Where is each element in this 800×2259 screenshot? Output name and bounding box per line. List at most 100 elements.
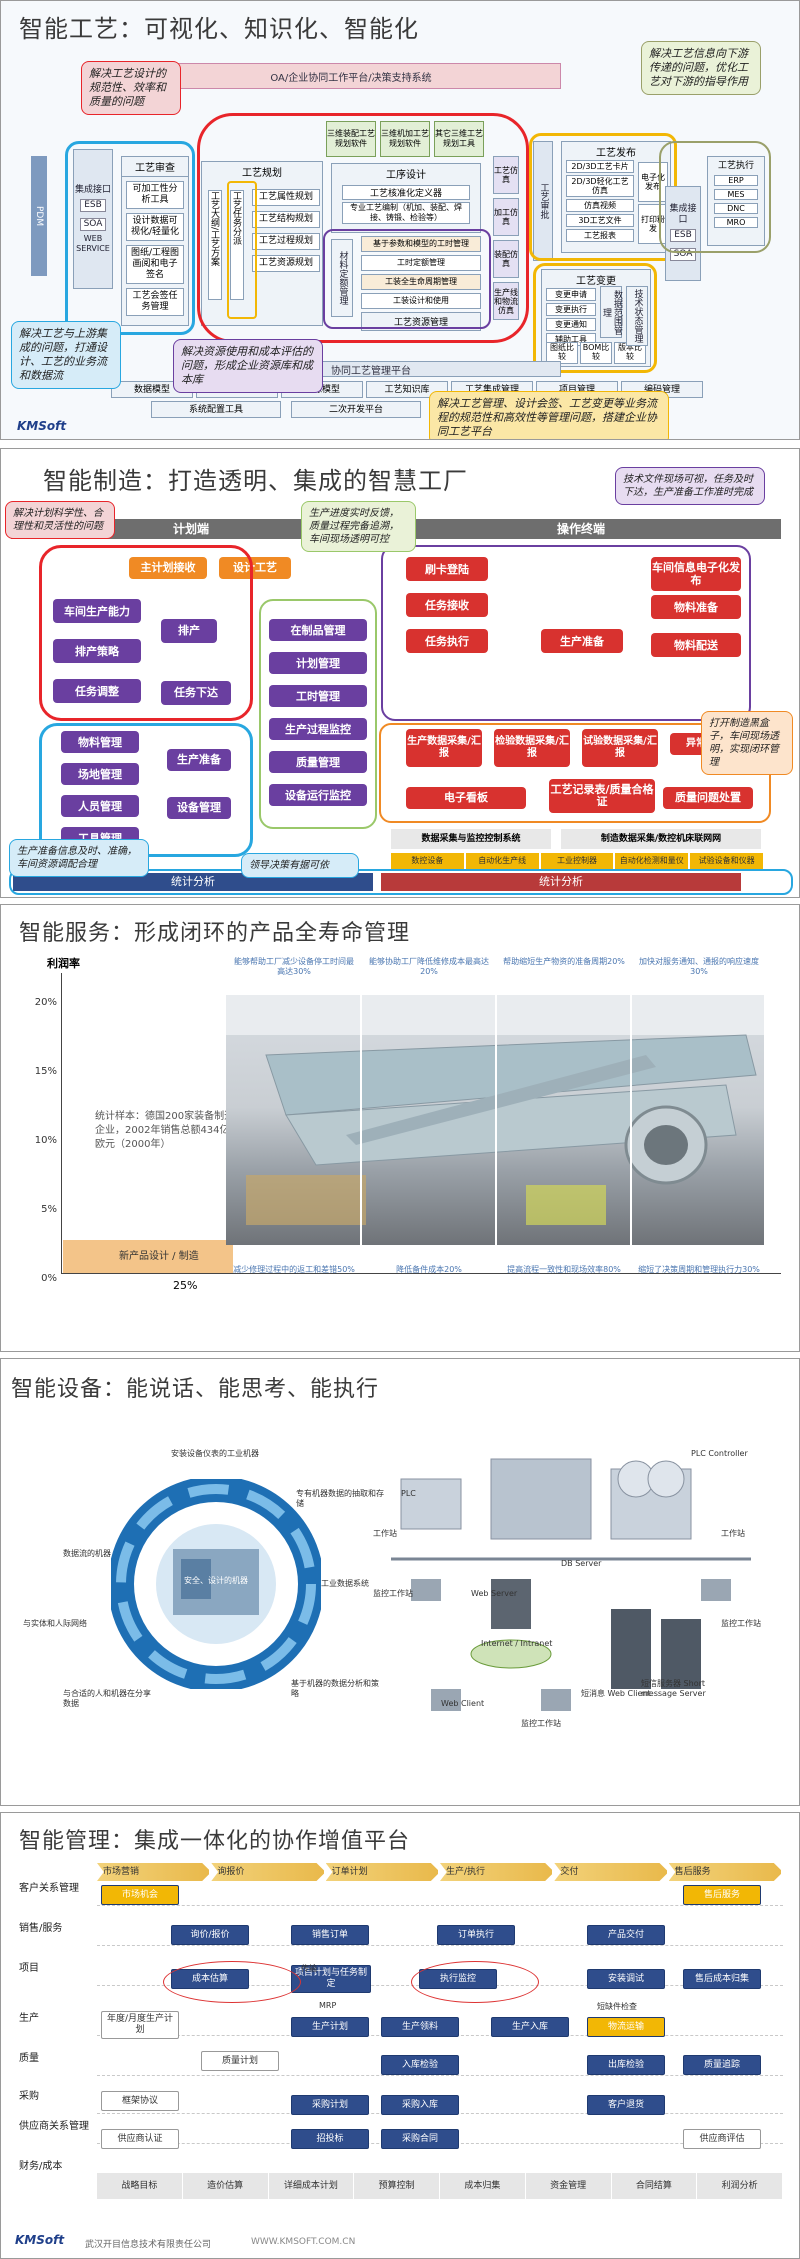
slide-2-title: 智能制造：打造透明、集成的智慧工厂 bbox=[43, 461, 468, 496]
mid-item-5: 设备运行监控 bbox=[269, 784, 367, 806]
change-item-1: 变更执行 bbox=[546, 303, 596, 316]
slide-smart-equipment: 智能设备：能说话、能思考、能执行 安全、设计的机器 安装设备仪表的工业机器专有机… bbox=[0, 1358, 800, 1806]
review-item-0: 可加工性分析工具 bbox=[126, 181, 184, 209]
finance-5: 资金管理 bbox=[526, 2173, 612, 2199]
slide-4-title: 智能设备：能说话、能思考、能执行 bbox=[11, 1371, 379, 1403]
planning-outline: 工艺大纲/工艺方案 bbox=[208, 190, 222, 300]
op-header: 操作终端 bbox=[381, 519, 781, 539]
finance-bar: 战略目标造价估算详细成本计划预算控制成本归集资金管理合同结算利润分析 bbox=[97, 2173, 783, 2199]
process-item-9: 安装调试 bbox=[587, 1969, 665, 1989]
mid-item-3: 生产过程监控 bbox=[269, 718, 367, 740]
process-item-24: 供应商认证 bbox=[101, 2129, 179, 2149]
process-item-8: 执行监控 bbox=[419, 1969, 497, 1989]
row-label-4: 质量 bbox=[19, 2053, 91, 2065]
process-item-14: 生产入库 bbox=[491, 2017, 569, 2037]
network-label-11: 监控工作站 bbox=[721, 1619, 800, 1629]
process-item-0: 市场机会 bbox=[101, 1885, 179, 1905]
footer-company: 武汉开目信息技术有限责任公司 bbox=[85, 2237, 211, 2250]
process-tag-1: MRP bbox=[319, 2001, 336, 2010]
process-item-21: 采购计划 bbox=[291, 2095, 369, 2115]
process-item-16: 质量计划 bbox=[201, 2051, 279, 2071]
note-progress: 生产进度实时反馈，质量过程完备追溯，车间现场透明可控 bbox=[301, 501, 416, 552]
review-group: 工艺审查 可加工性分析工具设计数据可视化/轻量化图纸/工程图画阅和电子签名工艺会… bbox=[121, 156, 189, 326]
planning-header: 工艺规划 bbox=[202, 162, 322, 181]
change-list: 变更申请变更执行变更通知辅助工具 bbox=[546, 286, 596, 348]
release-item-4: 工艺报表 bbox=[566, 229, 634, 242]
phase-3: 生产/执行 bbox=[440, 1863, 554, 1881]
note-workflow: 解决工艺管理、设计会签、工艺变更等业务流程的规范性和高效性等管理问题，搭建企业协… bbox=[429, 391, 669, 440]
y-axis-line bbox=[61, 973, 62, 1273]
finance-3: 预算控制 bbox=[354, 2173, 440, 2199]
slide-smart-process: 智能工艺：可视化、知识化、智能化 OA/企业协同工作平台/决策支持系统 PDM … bbox=[0, 0, 800, 440]
btn-scheduling: 排产 bbox=[161, 619, 217, 643]
phase-1: 询报价 bbox=[211, 1863, 325, 1881]
kb-item-1: 工时定额管理 bbox=[361, 255, 481, 271]
process-item-18: 出库检验 bbox=[587, 2055, 665, 2075]
finance-1: 造价估算 bbox=[183, 2173, 269, 2199]
benefit-bottom-0: 减少修理过程中的返工和差错50% bbox=[233, 1265, 355, 1275]
release-item-1: 2D/3D轻化工艺仿真 bbox=[566, 175, 634, 197]
design-header: 工序设计 bbox=[332, 164, 480, 183]
process-item-27: 供应商评估 bbox=[683, 2129, 761, 2149]
mfg-bar: 制造数据采集/数控机床联网网 bbox=[561, 829, 761, 849]
release-side-0: 电子化发布 bbox=[638, 162, 668, 202]
process-item-20: 框架协议 bbox=[101, 2091, 179, 2111]
network-label-1: PLC bbox=[401, 1489, 481, 1499]
network-label-6: Internet / Intranet bbox=[481, 1639, 561, 1649]
review-header: 工艺审查 bbox=[122, 157, 188, 177]
right-item-0: 车间信息电子化发布 bbox=[651, 557, 741, 591]
x-pct: 25% bbox=[173, 1279, 197, 1292]
btn-master-plan: 主计划接收 bbox=[129, 557, 207, 579]
esb2-label: ESB bbox=[670, 229, 696, 242]
change-item-2: 变更通知 bbox=[546, 318, 596, 331]
row-label-7: 财务/成本 bbox=[19, 2161, 91, 2173]
y-tick-4: 0% bbox=[23, 1273, 57, 1284]
y-axis-label: 利润率 bbox=[47, 955, 80, 971]
row-line-0 bbox=[97, 1905, 783, 1906]
exec-header: 工艺执行 bbox=[708, 157, 764, 172]
change-compare-1: BOM比较 bbox=[580, 342, 612, 364]
slide-smart-service: 智能服务：形成闭环的产品全寿命管理 利润率 20%15%10%5%0% 统计样本… bbox=[0, 904, 800, 1352]
right-item-2: 物料配送 bbox=[651, 633, 741, 657]
exec-item-2: DNC bbox=[714, 203, 758, 214]
sim-item-3: 生产线和物流仿真 bbox=[493, 282, 519, 320]
design-item-1: 专业工艺编制（机加、装配、焊接、铸锻、检验等） bbox=[342, 202, 470, 224]
row-label-0: 客户关系管理 bbox=[19, 1883, 91, 1895]
device-0: 数控设备 bbox=[391, 853, 464, 869]
mid-item-4: 质量管理 bbox=[269, 751, 367, 773]
terminal-item-0: 刷卡登陆 bbox=[406, 557, 488, 581]
y-tick-1: 15% bbox=[23, 1066, 57, 1077]
note-design-quality: 解决工艺设计的规范性、效率和质量的问题 bbox=[81, 61, 181, 115]
network-label-7: Web Client bbox=[441, 1699, 521, 1709]
stats-right: 统计分析 bbox=[381, 873, 741, 891]
soa-label: SOA bbox=[80, 218, 107, 231]
btn-task-dispatch: 任务下达 bbox=[161, 681, 231, 705]
data-scope: 数据范围管理 bbox=[600, 286, 622, 338]
kb-list: 基于参数和模型的工时管理工时定额管理工装全生命周期管理工装设计和使用工艺资源管理 bbox=[361, 233, 481, 323]
benefit-top-1: 能够协助工厂降低维修成本最高达20% bbox=[368, 957, 490, 977]
process-item-6: 成本估算 bbox=[171, 1969, 249, 1989]
terminal-item-2: 任务执行 bbox=[406, 629, 488, 653]
tool-0: 三维装配工艺规划软件 bbox=[326, 121, 376, 157]
finance-2: 详细成本计划 bbox=[269, 2173, 355, 2199]
mgmt-item-2: 人员管理 bbox=[61, 795, 139, 817]
integration-interface-2: 集成接口 ESB SOA bbox=[665, 186, 701, 281]
prod-item-0: 生产数据采集/汇报 bbox=[406, 729, 482, 767]
note-resources: 生产准备信息及时、准确，车间资源调配合理 bbox=[9, 839, 149, 877]
terminal-item-3: 生产准备 bbox=[541, 629, 623, 653]
planning-list: 工艺属性规划工艺结构规划工艺过程规划工艺资源规划 bbox=[252, 184, 320, 277]
sim-item-2: 装配仿真 bbox=[493, 240, 519, 278]
soa2-label: SOA bbox=[670, 248, 697, 261]
process-item-4: 订单执行 bbox=[437, 1925, 515, 1945]
cycle-center-label: 安全、设计的机器 bbox=[173, 1575, 259, 1586]
network-label-3: 监控工作站 bbox=[373, 1589, 453, 1599]
row-label-3: 生产 bbox=[19, 2013, 91, 2025]
btn-prod-prep: 生产准备 bbox=[167, 749, 231, 771]
release-item-0: 2D/3D工艺卡片 bbox=[566, 160, 634, 173]
plan-item-3: 工艺资源规划 bbox=[252, 255, 320, 272]
plan-input-2: 任务调整 bbox=[53, 679, 141, 703]
release-item-2: 仿真视频 bbox=[566, 199, 634, 212]
mid-item-2: 工时管理 bbox=[269, 685, 367, 707]
planning-dispatch: 工艺任务分派 bbox=[230, 190, 244, 300]
right-item-1: 物料准备 bbox=[651, 595, 741, 619]
